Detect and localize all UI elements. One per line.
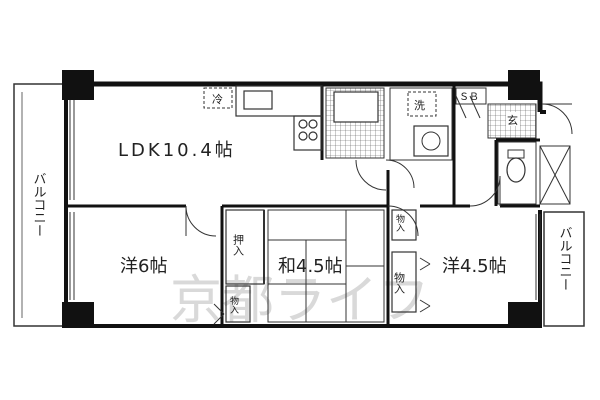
kitchen-counter <box>235 85 323 151</box>
utility-shaft <box>539 145 571 205</box>
shoebox-label: ＳＢ <box>459 92 479 103</box>
vanity <box>413 125 449 157</box>
washroom <box>389 87 453 161</box>
room-japanese-label: 和4.5帖 <box>278 256 343 277</box>
closet-mid-top-label: 物入 <box>394 213 405 232</box>
closet-mid-bottom <box>391 251 417 313</box>
room-western-right-label: 洋4.5帖 <box>442 256 507 277</box>
balcony-right-label: バルコニー <box>557 226 573 291</box>
columns <box>62 70 540 328</box>
balcony-right <box>543 211 585 327</box>
fridge-space <box>203 87 233 109</box>
bathtub <box>333 91 379 123</box>
closet-mid-bottom-label: 物入 <box>393 271 406 294</box>
closet-small <box>225 285 251 323</box>
tatami <box>267 209 385 323</box>
room-western-left-label: 洋6帖 <box>120 256 167 277</box>
washer-label: 洗 <box>414 99 425 112</box>
washer-space <box>407 91 437 117</box>
closet-small-label: 物入 <box>228 295 239 314</box>
doors <box>185 95 573 325</box>
toilet-room <box>497 141 537 205</box>
fridge-label: 冷 <box>212 93 223 106</box>
room-ldk-label: LDK10.4帖 <box>118 140 236 161</box>
oshiire-label: 押入 <box>232 233 245 256</box>
entrance-label: 玄 <box>507 113 518 127</box>
windows <box>69 100 541 300</box>
balcony-left-label: バルコニー <box>31 172 47 237</box>
